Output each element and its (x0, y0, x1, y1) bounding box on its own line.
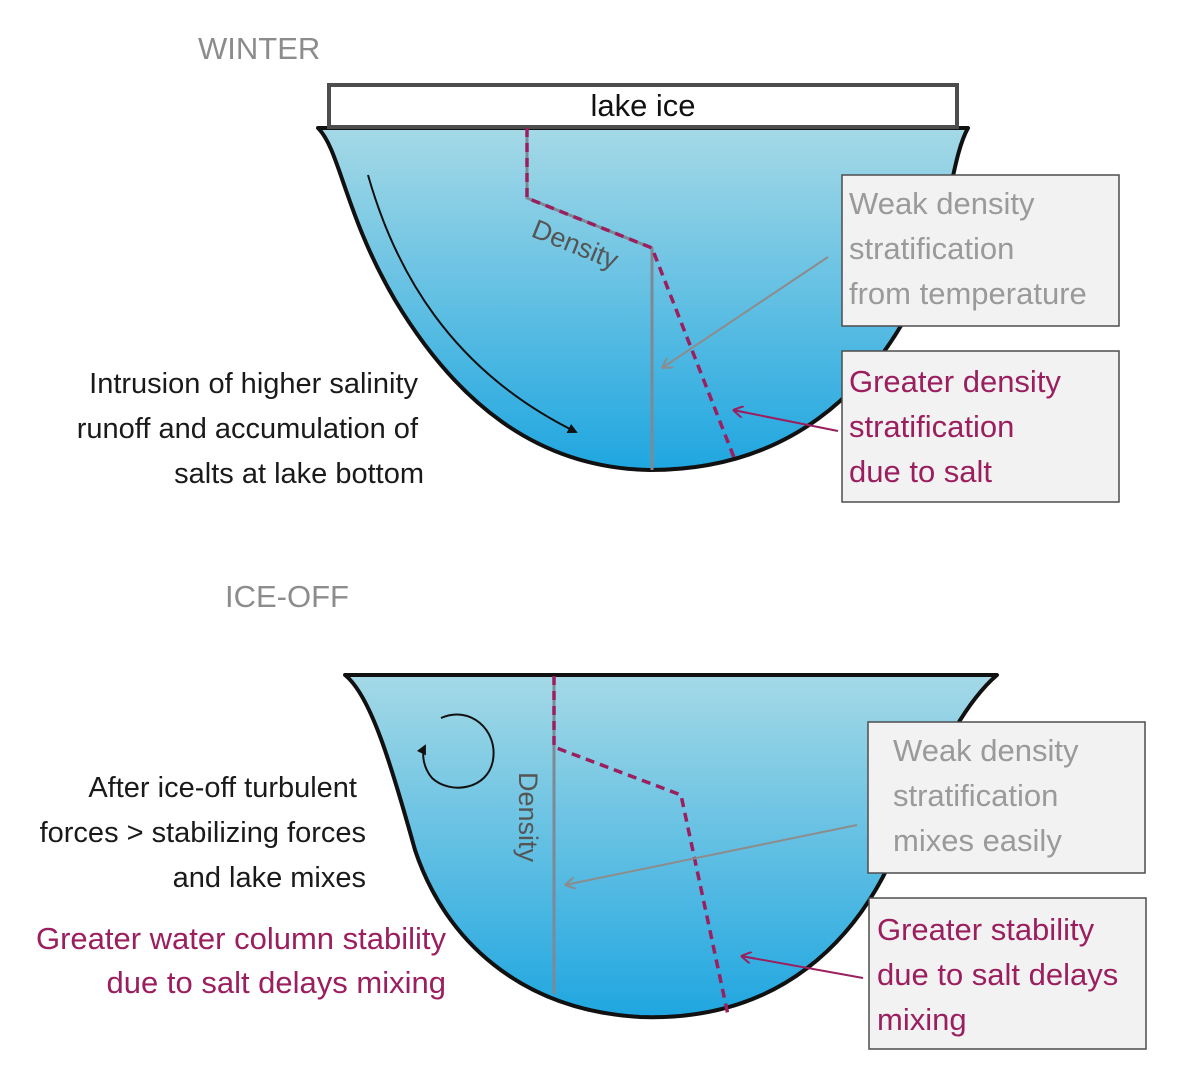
iceoff-salt-callout-line-2: due to salt delays (877, 957, 1118, 992)
winter-weak-callout-line-2: stratification (849, 231, 1014, 266)
mixing-circular-arrow (416, 713, 495, 789)
winter-title: WINTER (198, 31, 320, 66)
mix-line-1: After ice-off turbulent (88, 772, 357, 804)
stability-line-2: due to salt delays mixing (107, 965, 446, 1000)
winter-salt-callout-line-2: stratification (849, 409, 1014, 444)
iceoff-weak-callout-line-2: stratification (893, 778, 1058, 813)
lake-ice-block (327, 83, 959, 129)
intrusion-line-1: Intrusion of higher salinity (89, 368, 418, 400)
iceoff-density-axis-label: Density (513, 772, 543, 863)
iceoff-salt-density-profile (552, 676, 730, 1016)
winter-weak-callout-box (841, 174, 1120, 327)
iceoff-title: ICE-OFF (225, 579, 349, 614)
winter-intrusion-text: Intrusion of higher salinity runoff and … (77, 368, 424, 490)
stability-line-1: Greater water column stability (36, 921, 447, 956)
iceoff-stability-text: Greater water column stability due to sa… (36, 921, 447, 1000)
winter-salt-pointer-arrow (733, 410, 839, 432)
mix-line-2: forces > stabilizing forces (40, 817, 366, 849)
iceoff-weak-callout-line-1: Weak density (893, 733, 1079, 768)
mix-line-3: and lake mixes (173, 862, 366, 894)
intrusion-line-3: salts at lake bottom (174, 458, 424, 490)
iceoff-weak-pointer-arrow (565, 824, 858, 885)
winter-weak-pointer-arrow (662, 256, 829, 368)
iceoff-weak-callout-box (867, 721, 1146, 874)
iceoff-salt-callout-box (868, 897, 1147, 1050)
lake-ice-label: lake ice (590, 88, 695, 123)
winter-weak-callout-line-3: from temperature (849, 276, 1087, 311)
iceoff-salt-callout-line-1: Greater stability (877, 912, 1095, 947)
intrusion-line-2: runoff and accumulation of (77, 413, 419, 445)
winter-salt-callout-line-3: due to salt (849, 454, 992, 489)
winter-intrusion-arrow (367, 174, 578, 433)
winter-salt-callout-line-1: Greater density (849, 364, 1061, 399)
winter-panel: WINTER lake ice Density Intrusion of hig… (77, 31, 1120, 503)
iceoff-weak-callout-line-3: mixes easily (893, 823, 1062, 858)
iceoff-salt-callout-line-3: mixing (877, 1002, 967, 1037)
winter-salt-callout-box (841, 350, 1120, 503)
winter-weak-callout-line-1: Weak density (849, 186, 1035, 221)
winter-salt-density-profile (525, 128, 737, 461)
iceoff-mix-text: After ice-off turbulent forces > stabili… (40, 772, 366, 894)
iceoff-panel: ICE-OFF Density After ice-off turbulent … (36, 579, 1147, 1050)
iceoff-salt-pointer-arrow (741, 956, 864, 979)
